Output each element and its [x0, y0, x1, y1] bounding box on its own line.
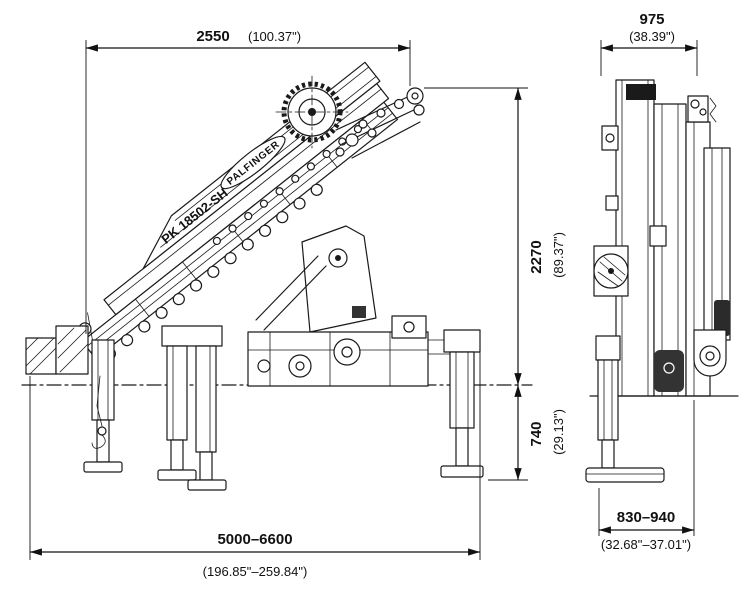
column-top-cap	[626, 84, 656, 100]
dim-base-width: 830–940 (32.68"–37.01")	[598, 400, 695, 552]
dimension-annotations: 2550 (100.37") 975 (38.39") 2270 (89.37"…	[29, 11, 698, 579]
crane-base	[247, 225, 463, 387]
dim-value-975: 975	[639, 11, 664, 28]
rear-outrigger	[585, 335, 665, 483]
dim-value-830-940: 830–940	[617, 509, 675, 526]
boom-dark-patch	[714, 300, 730, 336]
dim-value-5000-6600: 5000–6600	[217, 531, 292, 548]
dim-value-740: 740	[528, 421, 545, 446]
knuckle-gear	[275, 75, 349, 149]
rear-view	[585, 79, 739, 483]
hook-block	[654, 350, 684, 392]
dim-boom-top-length: 2550 (100.37")	[85, 28, 411, 334]
dim-inch-5000-6600: (196.85"–259.84")	[203, 564, 308, 579]
outrigger-center	[157, 325, 227, 491]
outrigger-right	[440, 329, 484, 478]
dim-outrigger-span: 5000–6600 (196.85"–259.84")	[29, 350, 481, 579]
dim-rear-width: 975 (38.39")	[600, 11, 698, 76]
dim-value-2550: 2550	[196, 28, 229, 45]
outrigger-left	[25, 325, 123, 473]
dim-height-folded: 2270 (89.37")	[424, 87, 566, 385]
knuckle-links	[335, 87, 425, 159]
hook-cable	[91, 375, 107, 449]
dim-inch-975: (38.39")	[629, 29, 675, 44]
dim-inch-2270: (89.37")	[551, 232, 566, 278]
dim-mount-height: 740 (29.13")	[488, 385, 566, 481]
dim-inch-2550: (100.37")	[248, 29, 301, 44]
dim-inch-740: (29.13")	[551, 409, 566, 455]
dim-inch-830-940: (32.68"–37.01")	[601, 537, 691, 552]
dim-value-2270: 2270	[528, 240, 545, 273]
side-view: PK 18502-SH PALFINGER	[21, 61, 533, 491]
fan-unit	[593, 245, 629, 297]
palfinger-logo-oval	[220, 135, 286, 190]
